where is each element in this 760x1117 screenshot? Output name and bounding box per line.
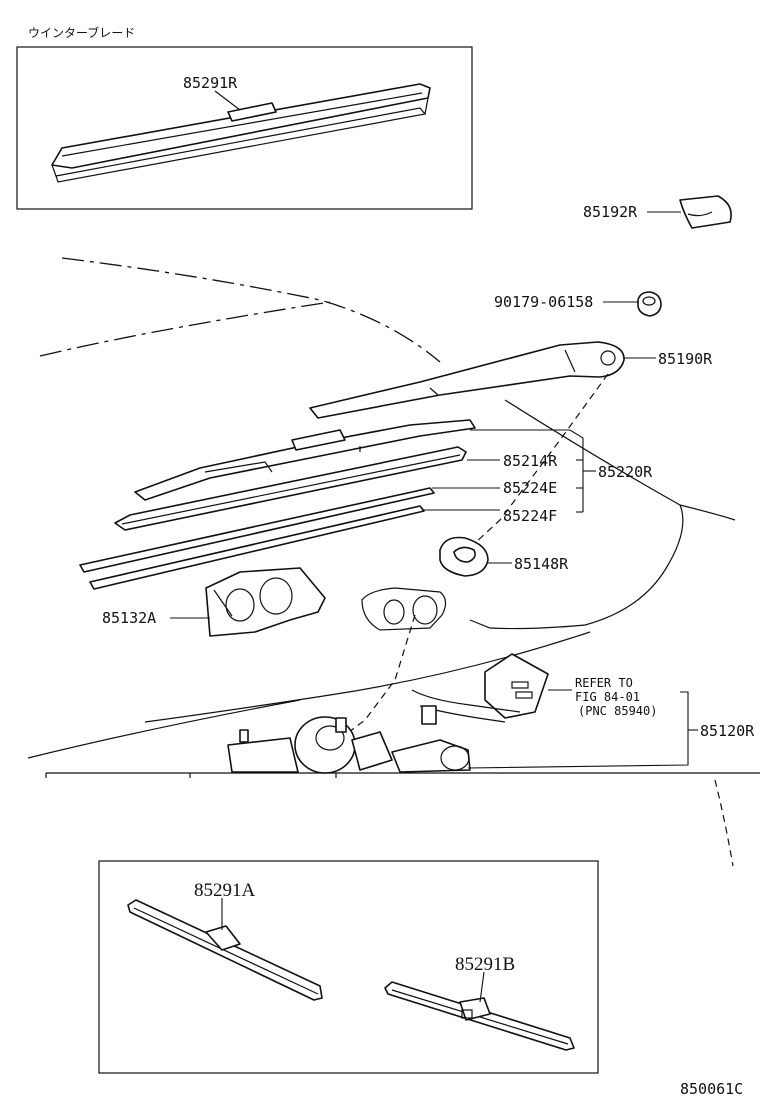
wiper-blade-85291A[interactable] [127,899,323,1001]
assembly-line-arm [461,373,609,556]
callout-85192R: 85192R [583,203,638,221]
refer-line2: FIG 84-01 [575,690,640,704]
blade-strip-85224F[interactable] [79,487,435,590]
wiring-connector[interactable] [411,653,549,725]
callout-85190R: 85190R [658,350,713,368]
wiper-blade-85214R[interactable] [134,419,476,501]
callout-85291R: 85291R [183,74,238,92]
body-lower-curve [144,631,591,723]
callout-85220R: 85220R [598,463,653,481]
hatch-openings [361,587,447,631]
hatch-panel-edge [469,504,684,630]
bracket-85220R [422,429,596,513]
winter-blade-inset-frame [16,46,473,210]
grommet-85148R[interactable] [439,536,489,577]
leader-85291R [214,90,241,111]
refer-line3: (PNC 85940) [578,704,657,718]
body-rear-hidden [714,779,734,867]
figure-id: 850061C [680,1080,743,1098]
body-outline-right [504,399,736,521]
bracket-85120R [467,691,689,769]
wiper-blade-85291B[interactable] [384,981,575,1051]
wiper-arm-85190R[interactable] [309,341,625,419]
cap-85192R[interactable] [679,195,732,229]
body-outline-upper [61,257,441,363]
callout-90179-06158: 90179-06158 [494,293,593,311]
nut-90179-06158[interactable] [637,291,662,317]
callout-85214R: 85214R [503,452,558,470]
body-bottom-curve [27,699,301,759]
blade-rubber-85224E[interactable] [114,446,467,531]
callout-85291B: 85291B [455,954,515,975]
callout-85224F: 85224F [503,507,557,525]
winter-blade-note: ウインターブレード [28,25,135,40]
leader-85291B [479,971,485,1003]
refer-line1: REFER TO [575,676,633,690]
wiper-motor-85120R[interactable] [227,716,471,774]
blade-options-inset-frame [98,860,599,1074]
winter-blade-85291R[interactable] [51,83,431,183]
callout-85148R: 85148R [514,555,569,573]
seal-85132A[interactable] [205,567,326,637]
callout-85132A: 85132A [102,609,156,627]
callout-85291A: 85291A [194,880,256,901]
callout-85120R: 85120R [700,722,755,740]
assembly-line-motor [344,614,416,736]
callout-85224E: 85224E [503,479,557,497]
body-outline-glass [39,301,331,357]
